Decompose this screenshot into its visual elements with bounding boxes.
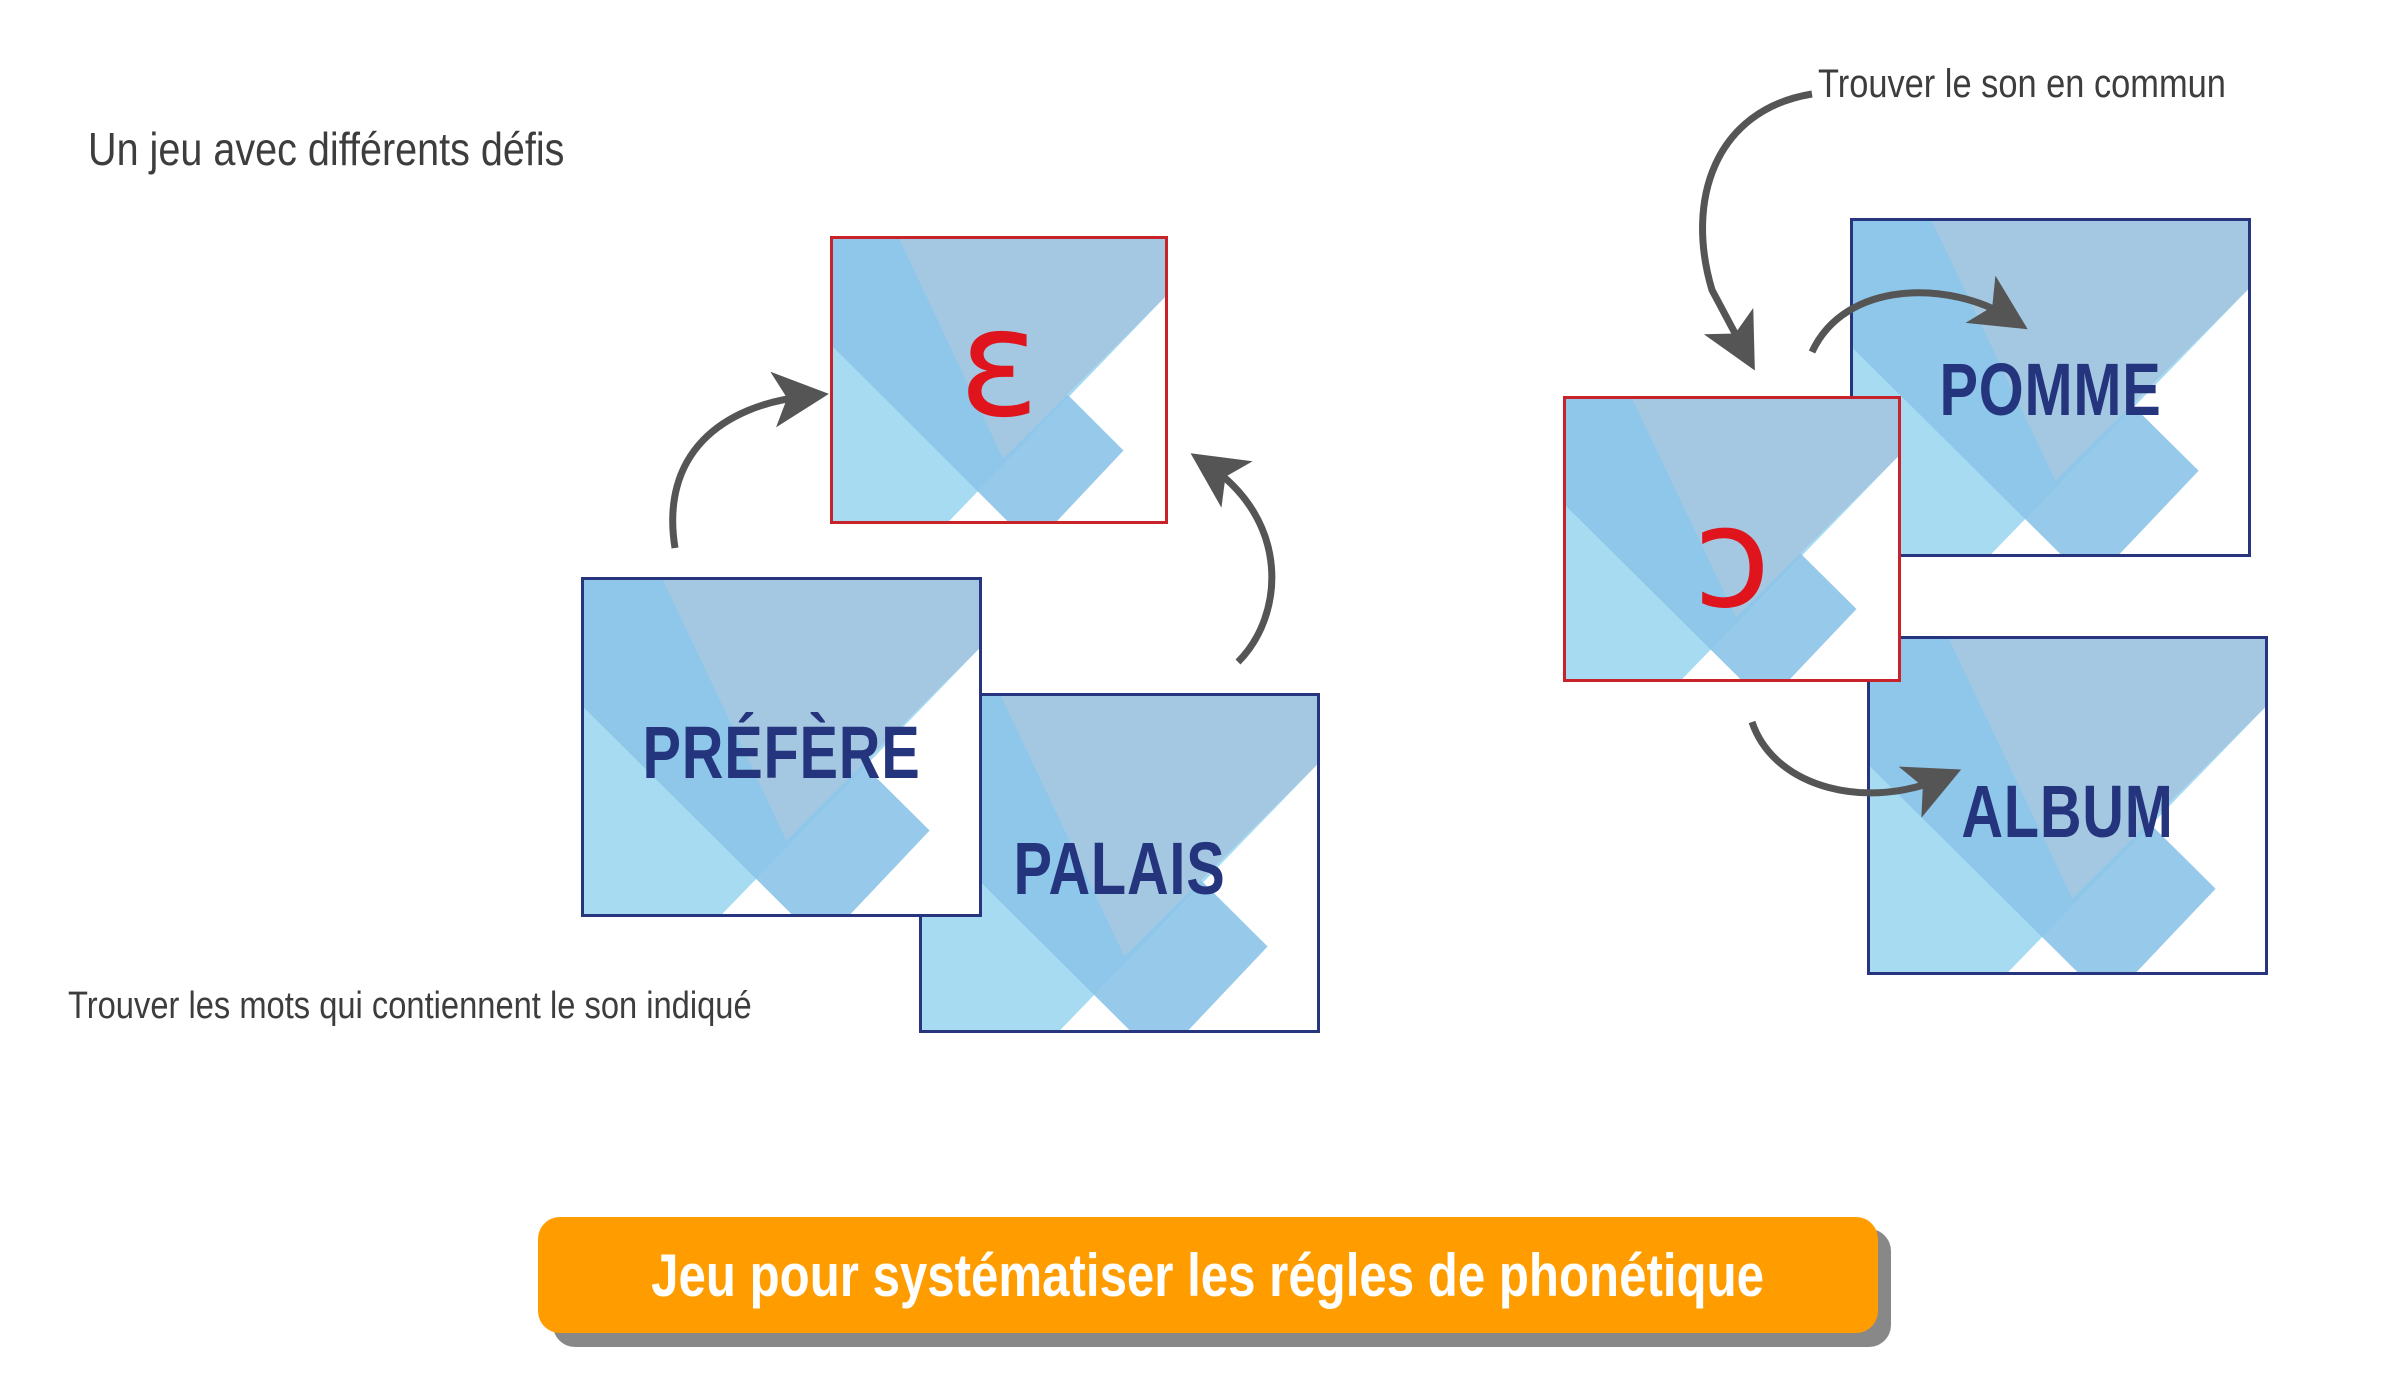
- word-label: ALBUM: [1961, 770, 2174, 853]
- word-card-pomme[interactable]: POMME: [1850, 218, 2251, 557]
- word-card-album[interactable]: ALBUM: [1867, 636, 2268, 975]
- title-caption: Un jeu avec différents défis: [88, 123, 565, 175]
- word-card-prefere[interactable]: PRÉFÈRE: [581, 577, 982, 917]
- sound-symbol: ɔ: [1693, 477, 1771, 640]
- arrow-palais-to-symbol: [1190, 453, 1276, 665]
- title-banner: Jeu pour systématiser les régles de phon…: [538, 1217, 1878, 1333]
- banner-text: Jeu pour systématiser les régles de phon…: [651, 1241, 1765, 1309]
- arrow-caption-to-symbol: [1699, 90, 1813, 371]
- sound-card-open-o[interactable]: ɔ: [1563, 396, 1901, 682]
- word-label: PRÉFÈRE: [642, 711, 921, 794]
- word-label: PALAIS: [1013, 827, 1226, 910]
- sound-card-epsilon[interactable]: ɛ: [830, 236, 1168, 524]
- sound-symbol: ɛ: [958, 277, 1040, 451]
- word-card-palais[interactable]: PALAIS: [919, 693, 1320, 1033]
- common-sound-caption: Trouver le son en commun: [1818, 62, 2226, 106]
- arrow-prefere-to-symbol: [669, 371, 829, 549]
- word-label: POMME: [1939, 348, 2162, 431]
- find-words-caption: Trouver les mots qui contiennent le son …: [68, 985, 752, 1027]
